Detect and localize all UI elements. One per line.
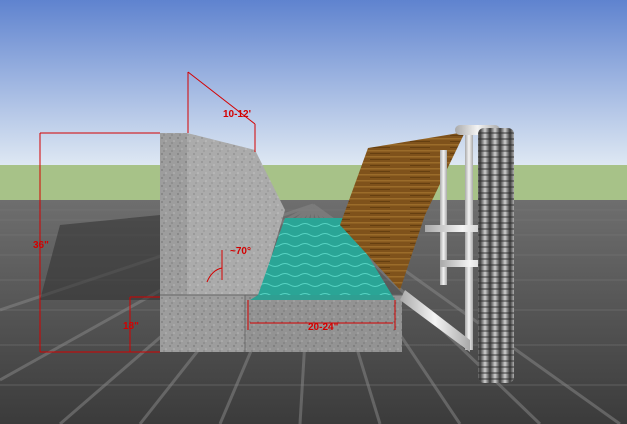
wall-shadow	[40, 215, 160, 300]
dimension-channel-width: 20-24"	[308, 322, 339, 333]
water-channel	[258, 218, 392, 295]
sky	[0, 0, 627, 170]
water-channel-near	[250, 295, 395, 300]
dimension-lines	[39, 71, 396, 353]
corrugated-post	[478, 128, 514, 383]
pipe-frame	[400, 125, 500, 352]
dimension-slope-angle: ~70°	[230, 246, 251, 257]
dimension-base-height: 18"	[123, 321, 139, 332]
concrete-wall-slope-shade	[187, 133, 285, 295]
wooden-cover	[340, 132, 465, 290]
wooden-cover-shade	[340, 132, 465, 290]
concrete-wall-slope	[187, 133, 285, 295]
dimension-top-width: 10-12'	[223, 109, 251, 120]
dimension-total-height: 36"	[33, 240, 49, 251]
grass-horizon	[0, 165, 627, 205]
